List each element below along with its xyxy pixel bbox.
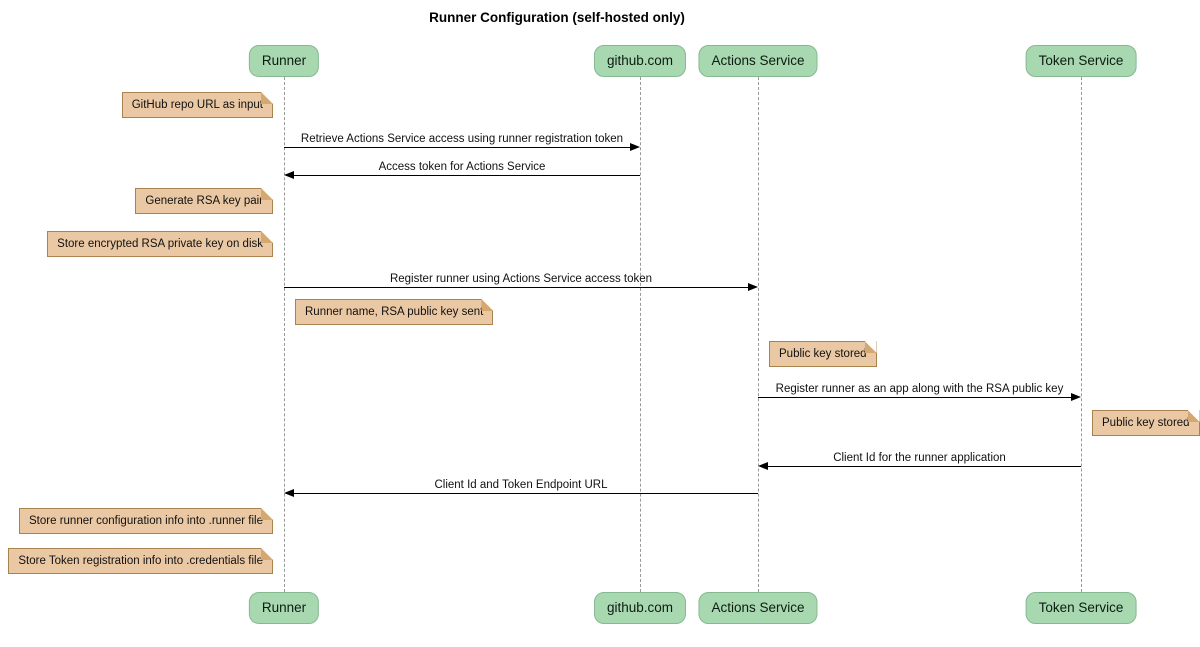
note-text: Store Token registration info into .cred… [18, 555, 263, 567]
lifeline-token-service [1081, 77, 1082, 592]
message-line [284, 147, 630, 148]
arrowhead-left-icon [284, 489, 294, 497]
message-label: Retrieve Actions Service access using ru… [300, 133, 624, 145]
lifeline-github [640, 77, 641, 592]
actor-github-bottom: github.com [593, 592, 687, 624]
message-line [294, 493, 758, 494]
lifeline-actions-service [758, 77, 759, 592]
note-text: GitHub repo URL as input [131, 99, 263, 111]
message-label: Client Id and Token Endpoint URL [434, 479, 608, 491]
note-text: Runner name, RSA public key sent [305, 306, 484, 318]
actor-runner-bottom: Runner [248, 592, 320, 624]
note-text: Store runner configuration info into .ru… [29, 515, 263, 527]
message-label: Client Id for the runner application [833, 452, 1006, 464]
message-line [768, 466, 1081, 467]
message-line [758, 397, 1071, 398]
message-line [284, 287, 748, 288]
arrowhead-left-icon [758, 462, 768, 470]
note-public-key-stored-token: Public key stored [1092, 410, 1200, 436]
note-github-repo-url: GitHub repo URL as input [121, 92, 273, 118]
note-runner-name-sent: Runner name, RSA public key sent [295, 299, 494, 325]
note-text: Generate RSA key pair [145, 195, 263, 207]
actor-actions-service-bottom: Actions Service [698, 592, 818, 624]
arrowhead-right-icon [1071, 393, 1081, 401]
note-store-private-key: Store encrypted RSA private key on disk [47, 231, 273, 257]
arrowhead-right-icon [630, 143, 640, 151]
arrowhead-right-icon [748, 283, 758, 291]
actor-runner-top: Runner [248, 45, 320, 77]
message-label: Register runner as an app along with the… [775, 383, 1064, 395]
note-public-key-stored-actions: Public key stored [769, 341, 877, 367]
arrowhead-left-icon [284, 171, 294, 179]
diagram-title: Runner Configuration (self-hosted only) [429, 10, 685, 25]
note-text: Store encrypted RSA private key on disk [57, 238, 263, 250]
actor-token-service-bottom: Token Service [1025, 592, 1137, 624]
message-line [294, 175, 640, 176]
lifeline-runner [284, 77, 285, 592]
actor-github-top: github.com [593, 45, 687, 77]
message-label: Register runner using Actions Service ac… [389, 273, 653, 285]
actor-token-service-top: Token Service [1025, 45, 1137, 77]
note-store-runner-file: Store runner configuration info into .ru… [19, 508, 273, 534]
note-text: Public key stored [1102, 417, 1190, 429]
note-store-credentials-file: Store Token registration info into .cred… [8, 548, 273, 574]
message-label: Access token for Actions Service [378, 161, 546, 173]
actor-actions-service-top: Actions Service [698, 45, 818, 77]
note-generate-rsa: Generate RSA key pair [135, 188, 273, 214]
note-text: Public key stored [779, 348, 867, 360]
